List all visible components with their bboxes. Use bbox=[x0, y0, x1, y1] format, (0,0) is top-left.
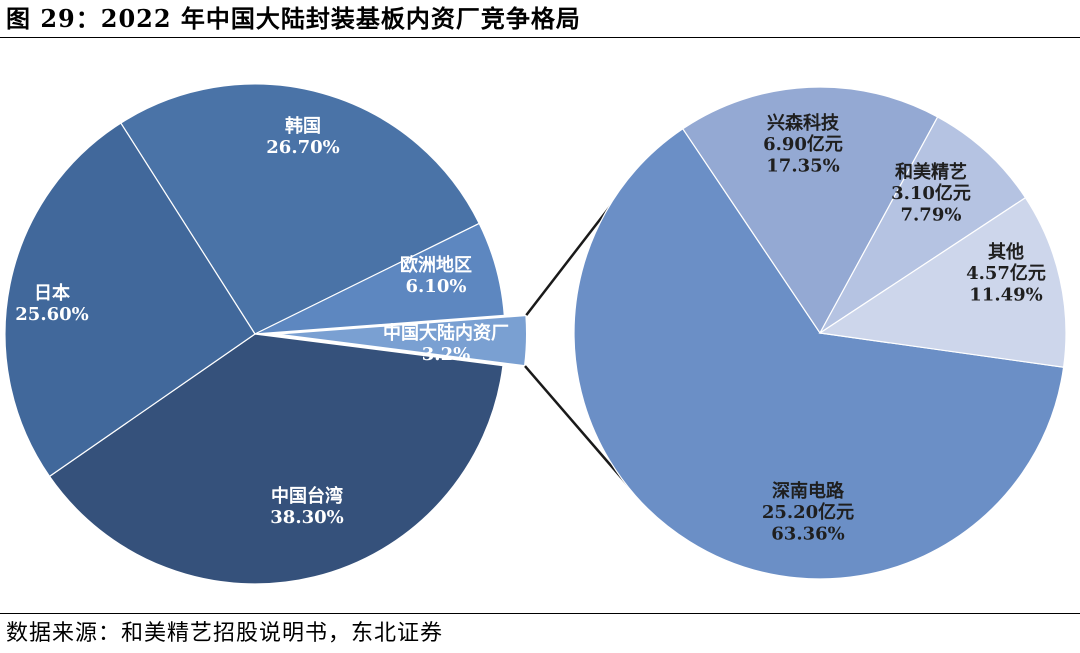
label-china-line-1: 中国大陆内资厂 bbox=[383, 322, 509, 344]
left-pie bbox=[4, 83, 528, 585]
label-hemei-line-2: 3.10亿元 bbox=[891, 182, 971, 204]
label-xingsen-line-3: 17.35% bbox=[766, 155, 839, 176]
label-taiwan-line-2: 38.30% bbox=[270, 507, 343, 528]
label-shennan-line-3: 63.36% bbox=[771, 523, 844, 544]
label-europe-line-2: 6.10% bbox=[406, 276, 467, 297]
source-rule bbox=[0, 613, 1080, 614]
label-europe-line-1: 欧洲地区 bbox=[400, 254, 472, 276]
data-source: 数据来源：和美精艺招股说明书，东北证券 bbox=[6, 621, 444, 646]
label-taiwan-line-1: 中国台湾 bbox=[271, 485, 343, 507]
label-korea-line-2: 26.70% bbox=[266, 137, 339, 158]
figure-title: 图 29：2022 年中国大陆封装基板内资厂竞争格局 bbox=[6, 4, 581, 33]
label-korea-line-1: 韩国 bbox=[285, 115, 321, 137]
label-xingsen-line-1: 兴森科技 bbox=[767, 112, 840, 134]
label-hemei-line-1: 和美精艺 bbox=[895, 161, 967, 183]
connector-bottom bbox=[524, 365, 633, 491]
slice-xingsen bbox=[682, 86, 939, 335]
label-hemei-line-3: 7.79% bbox=[901, 204, 962, 225]
slice-hemei bbox=[819, 116, 1027, 334]
slice-korea bbox=[119, 83, 481, 335]
label-other-line-1: 其他 bbox=[988, 241, 1024, 263]
label-japan-line-1: 日本 bbox=[34, 282, 70, 304]
right-pie bbox=[573, 86, 1067, 580]
slice-europe bbox=[254, 222, 505, 335]
label-other-line-3: 11.49% bbox=[969, 284, 1042, 305]
slice-shennan bbox=[573, 127, 1065, 580]
slice-japan bbox=[4, 122, 256, 478]
slice-taiwan bbox=[48, 333, 504, 585]
label-japan-line-2: 25.60% bbox=[15, 304, 88, 325]
label-other-line-2: 4.57亿元 bbox=[966, 262, 1046, 284]
label-shennan-line-1: 深南电路 bbox=[772, 480, 845, 502]
label-xingsen-line-2: 6.90亿元 bbox=[763, 133, 843, 155]
slice-china bbox=[272, 314, 528, 368]
label-china-line-2: 3.2% bbox=[422, 344, 470, 365]
title-rule bbox=[0, 37, 1080, 38]
label-shennan-line-2: 25.20亿元 bbox=[762, 501, 854, 523]
slice-other bbox=[818, 196, 1067, 368]
